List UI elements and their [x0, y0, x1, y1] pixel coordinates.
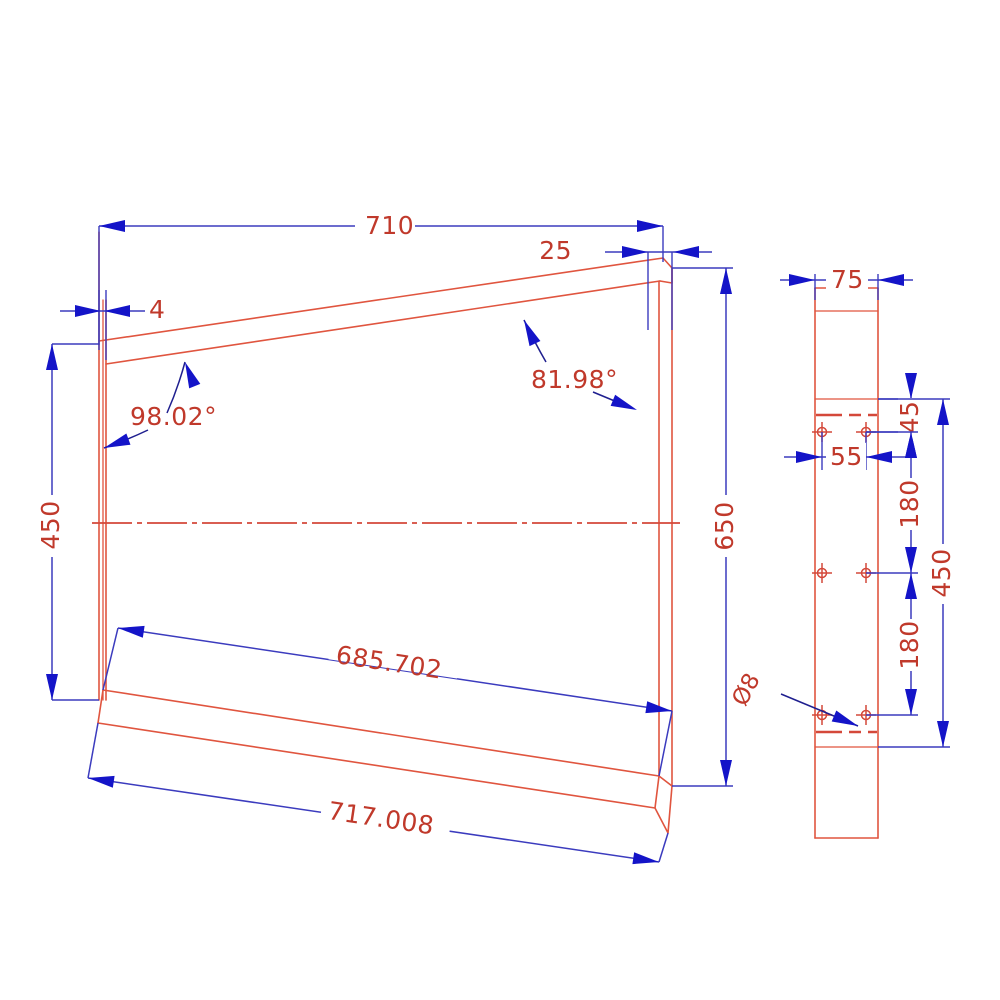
front-top-rail-right-cap [659, 257, 673, 284]
dim-450L-arrow-bottom [46, 674, 58, 700]
dim-450L-arrow-top [46, 344, 58, 370]
dim-25-label: 25 [539, 236, 572, 265]
dim-75-label: 75 [831, 265, 864, 294]
angle-81-98-label: 81.98° [531, 365, 618, 394]
dia8-arrow [831, 710, 861, 732]
angle-81-arrow-lower [610, 394, 640, 416]
hole-mark-mid-left [812, 563, 832, 583]
dim-650-text-bg [712, 495, 740, 557]
dim-685-arrow-left [117, 622, 145, 638]
angle-98-leader-upper [166, 361, 186, 414]
dim-180-lower-label: 180 [895, 620, 924, 669]
front-top-rail-upper-edge [98, 257, 664, 342]
dim-717-arrow-right [632, 852, 660, 868]
side-view-geometry [812, 287, 879, 839]
front-bottom-rail-lower-edge [97, 722, 656, 809]
dim-650-label: 650 [710, 501, 739, 550]
dim-55-text-bg [826, 443, 866, 471]
dia8-label: Ø8 [727, 669, 765, 710]
dim-710-text-bg [355, 212, 415, 240]
dim-55-arrow-right [866, 451, 892, 463]
dim-685-line [117, 627, 673, 712]
dim-717-ext-left [87, 722, 99, 779]
angle-98-arrow-upper [179, 359, 201, 389]
dim-650-arrow-top [720, 268, 732, 294]
front-bottom-rail-left-cap [97, 689, 104, 724]
front-view-geometry [92, 231, 680, 834]
dim-45-label: 45 [895, 401, 924, 434]
dim-710-arrow-left [99, 220, 125, 232]
dim-45-arrow-top [905, 373, 917, 399]
dim-4-arrow-left [75, 305, 101, 317]
front-bottom-rail-right-cap [654, 775, 673, 834]
angle-81-arrow-upper [518, 317, 541, 347]
dim-25-arrow-right [673, 246, 699, 258]
dim-717-text-bg [320, 785, 454, 835]
dim-450-left-label: 450 [36, 500, 65, 549]
dim-180l-text-bg [898, 619, 924, 671]
dim-4-label: 4 [149, 295, 165, 324]
dim-55-label: 55 [830, 442, 863, 471]
dim-180l-arrow-bottom [905, 689, 917, 715]
dim-685-ext-left [102, 627, 119, 691]
angle-98-02-label: 98.02° [130, 402, 217, 431]
dim-75-text-bg [826, 266, 868, 294]
dim-180u-text-bg [898, 478, 924, 530]
dim-450-right-label: 450 [927, 548, 956, 597]
dim-717-arrow-left [87, 772, 115, 788]
side-view-dimensions: 75 55 45 180 180 [727, 265, 956, 748]
dim-55-arrow-left [796, 451, 822, 463]
dim-75-arrow-left [789, 274, 815, 286]
dim-450L-text-bg [38, 495, 66, 557]
dim-685-ext-right [658, 710, 673, 777]
front-bottom-rail-upper-edge [102, 689, 660, 777]
dim-450R-arrow-top [937, 399, 949, 425]
dim-75-arrow-right [878, 274, 904, 286]
dim-4-arrow-right [104, 305, 130, 317]
dim-710-label: 710 [365, 211, 414, 240]
dim-717-ext-right [658, 832, 669, 863]
dim-180u-arrow-bottom [905, 547, 917, 573]
dim-650-arrow-bottom [720, 760, 732, 786]
dim-25-arrow-left [622, 246, 648, 258]
front-top-rail-lower-edge [105, 280, 661, 365]
dim-450R-arrow-bottom [937, 721, 949, 747]
dim-710-arrow-right [637, 220, 663, 232]
front-view-dimensions: 710 25 4 450 650 [36, 211, 740, 868]
dim-450R-text-bg [930, 544, 956, 604]
dim-685-text-bg [328, 629, 462, 679]
dim-180-upper-label: 180 [895, 479, 924, 528]
dim-180l-arrow-top [905, 573, 917, 599]
